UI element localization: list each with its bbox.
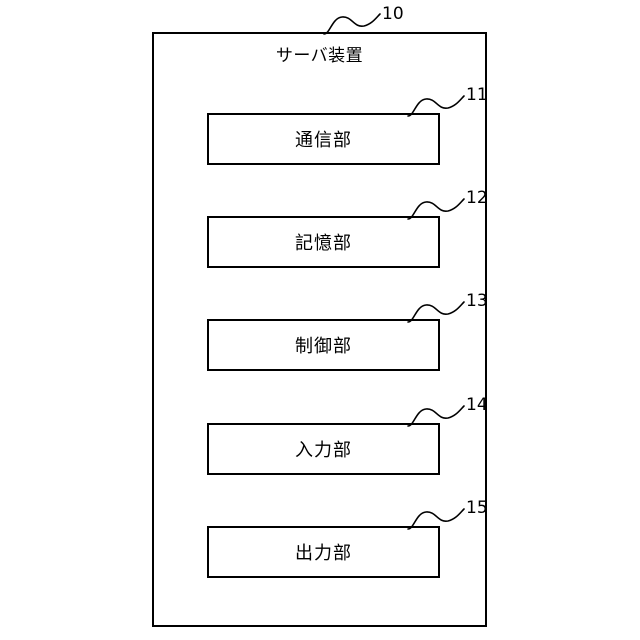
reference-numeral-10: 10 xyxy=(382,4,404,24)
unit-box-communication: 通信部 xyxy=(207,113,440,165)
unit-box-output: 出力部 xyxy=(207,526,440,578)
unit-box-control: 制御部 xyxy=(207,319,440,371)
unit-label-input: 入力部 xyxy=(295,440,352,461)
unit-box-storage: 記憶部 xyxy=(207,216,440,268)
server-device-title: サーバ装置 xyxy=(275,46,364,66)
unit-label-output: 出力部 xyxy=(295,543,352,564)
unit-label-control: 制御部 xyxy=(295,336,352,357)
unit-label-storage: 記憶部 xyxy=(295,233,352,254)
unit-box-input: 入力部 xyxy=(207,423,440,475)
server-device-enclosure: サーバ装置 通信部 記憶部 制御部 入力部 出力部 xyxy=(152,32,487,627)
unit-label-communication: 通信部 xyxy=(295,130,352,151)
